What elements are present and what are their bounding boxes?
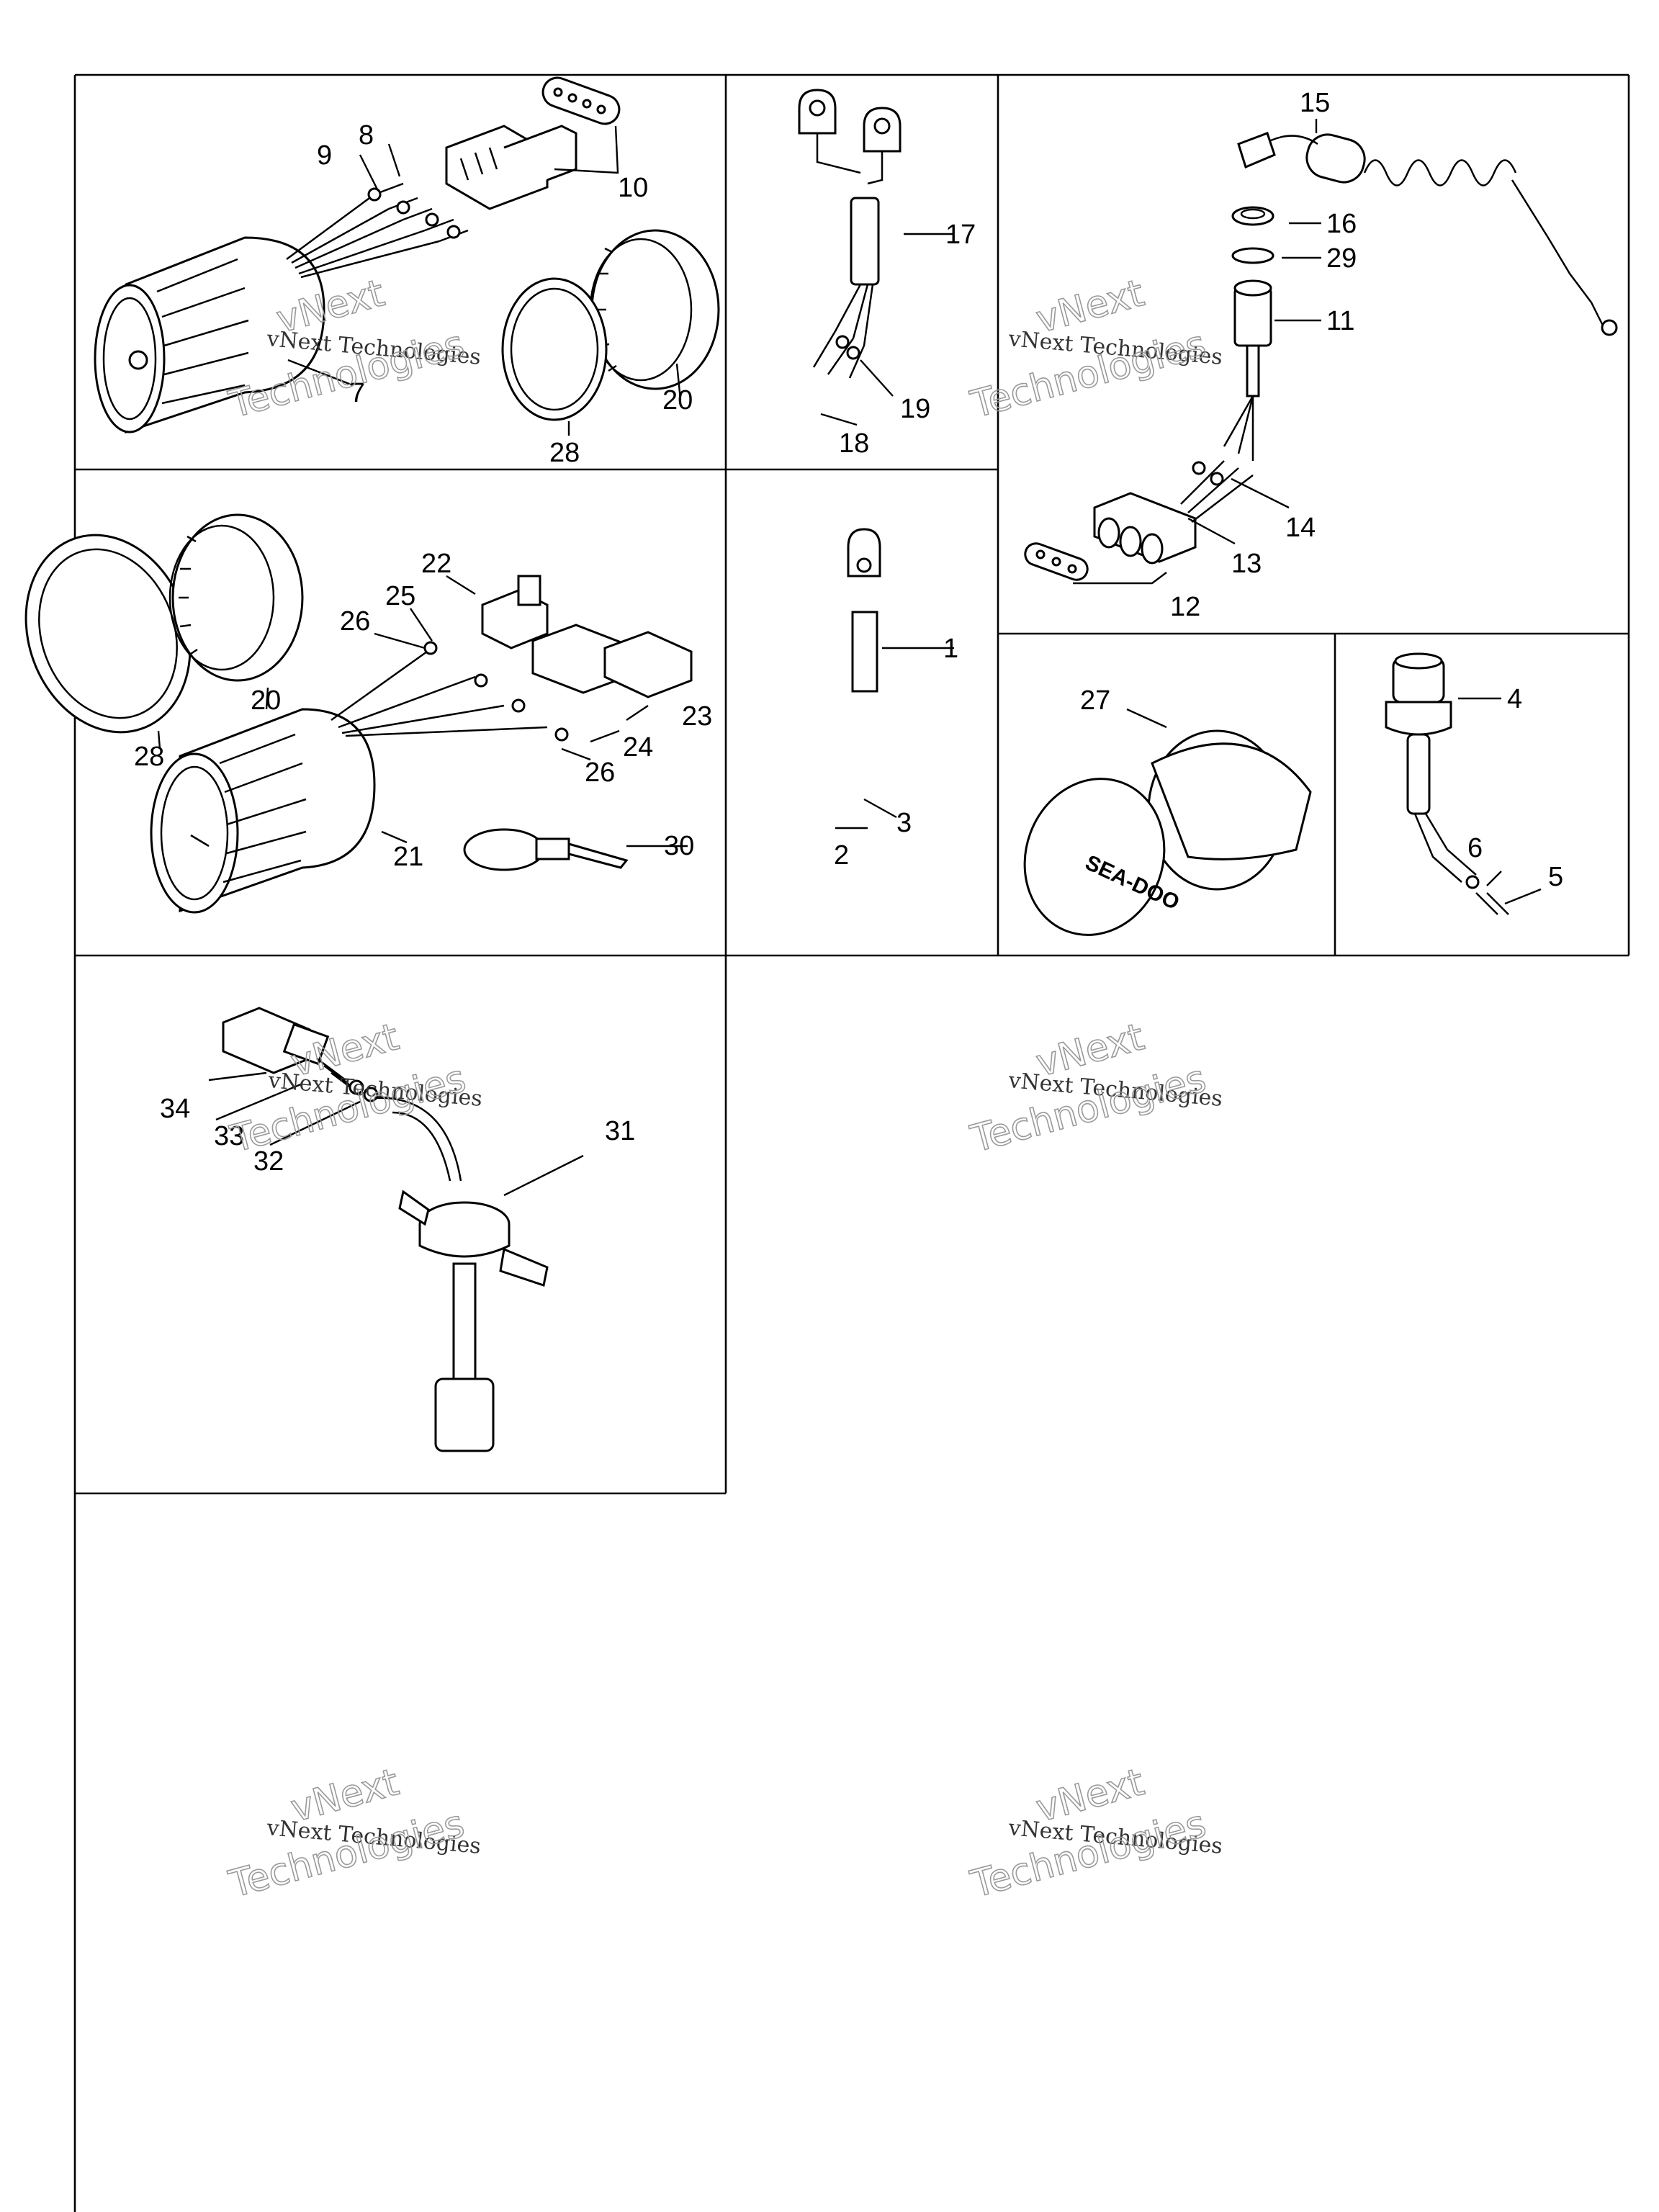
bullet-connector-22 xyxy=(481,575,549,649)
callout-4: 4 xyxy=(1507,684,1522,714)
callout-11: 11 xyxy=(1326,306,1354,336)
callout-20-top: 20 xyxy=(662,385,693,415)
callout-18: 18 xyxy=(839,428,869,459)
callout-24: 24 xyxy=(623,732,653,763)
seal-plug xyxy=(1024,542,1089,581)
callout-31: 31 xyxy=(605,1116,635,1146)
watermark-2: vNext vNext Technologies Technologies xyxy=(966,271,1223,427)
seal-strip xyxy=(541,76,621,125)
callout-17: 17 xyxy=(945,220,976,250)
callout-10: 10 xyxy=(618,173,648,203)
callout-27: 27 xyxy=(1080,685,1110,716)
callout-15: 15 xyxy=(1300,88,1330,118)
callout-1: 1 xyxy=(943,634,958,664)
callout-5: 5 xyxy=(1548,862,1563,892)
bullet-connector-23 xyxy=(531,624,693,698)
callout-33: 33 xyxy=(214,1121,244,1151)
callout-labels: 9 8 10 7 20 28 17 19 18 15 16 29 11 14 1… xyxy=(134,88,1563,1177)
callout-30: 30 xyxy=(664,831,694,861)
callout-14: 14 xyxy=(1285,513,1316,543)
watermark-6: vNext vNext Technologies Technologies xyxy=(966,1760,1223,1907)
callout-20-bottom: 20 xyxy=(251,685,281,716)
callout-9: 9 xyxy=(317,140,332,171)
gauge-ring xyxy=(501,277,608,421)
tachometer-assembly xyxy=(24,513,693,914)
multi-pin-connector xyxy=(445,125,577,210)
callout-3: 3 xyxy=(896,808,912,838)
callout-32: 32 xyxy=(253,1146,284,1177)
callout-2: 2 xyxy=(834,840,849,871)
fuel-level-sender xyxy=(222,1007,549,1452)
callout-22: 22 xyxy=(421,549,451,579)
callout-28-top: 28 xyxy=(549,438,580,468)
callout-6: 6 xyxy=(1467,833,1483,863)
gauge-nut xyxy=(589,229,720,390)
callout-7: 7 xyxy=(350,378,365,408)
watermark-4: vNext vNext Technologies Technologies xyxy=(966,1015,1223,1161)
callout-21: 21 xyxy=(393,842,423,872)
callout-19: 19 xyxy=(900,394,930,424)
leader-lines xyxy=(157,119,1542,1197)
temperature-sender xyxy=(1385,652,1509,915)
connector-housing xyxy=(1093,492,1197,565)
gauge-cover-cap: SEA-DOO xyxy=(1023,729,1312,936)
terminal-pins xyxy=(367,182,469,243)
callout-34: 34 xyxy=(160,1094,190,1124)
cable-tie xyxy=(463,828,629,871)
safety-lanyard-switch xyxy=(1024,132,1618,581)
ground-cable xyxy=(847,528,881,693)
ring-terminal-cable xyxy=(798,89,902,379)
watermark-5: vNext vNext Technologies Technologies xyxy=(224,1760,482,1907)
callout-28-bottom: 28 xyxy=(134,742,164,772)
callout-13: 13 xyxy=(1231,549,1262,579)
callout-16: 16 xyxy=(1326,209,1357,239)
callout-25: 25 xyxy=(385,581,415,611)
callout-8: 8 xyxy=(359,120,374,150)
panel-frames xyxy=(73,73,1630,2212)
fuel-gauge-assembly xyxy=(94,76,720,434)
callout-12: 12 xyxy=(1170,592,1200,622)
callout-29: 29 xyxy=(1326,243,1357,274)
callout-26-bottom: 26 xyxy=(585,757,615,788)
callout-23: 23 xyxy=(682,701,712,732)
callout-26-top: 26 xyxy=(340,606,370,637)
